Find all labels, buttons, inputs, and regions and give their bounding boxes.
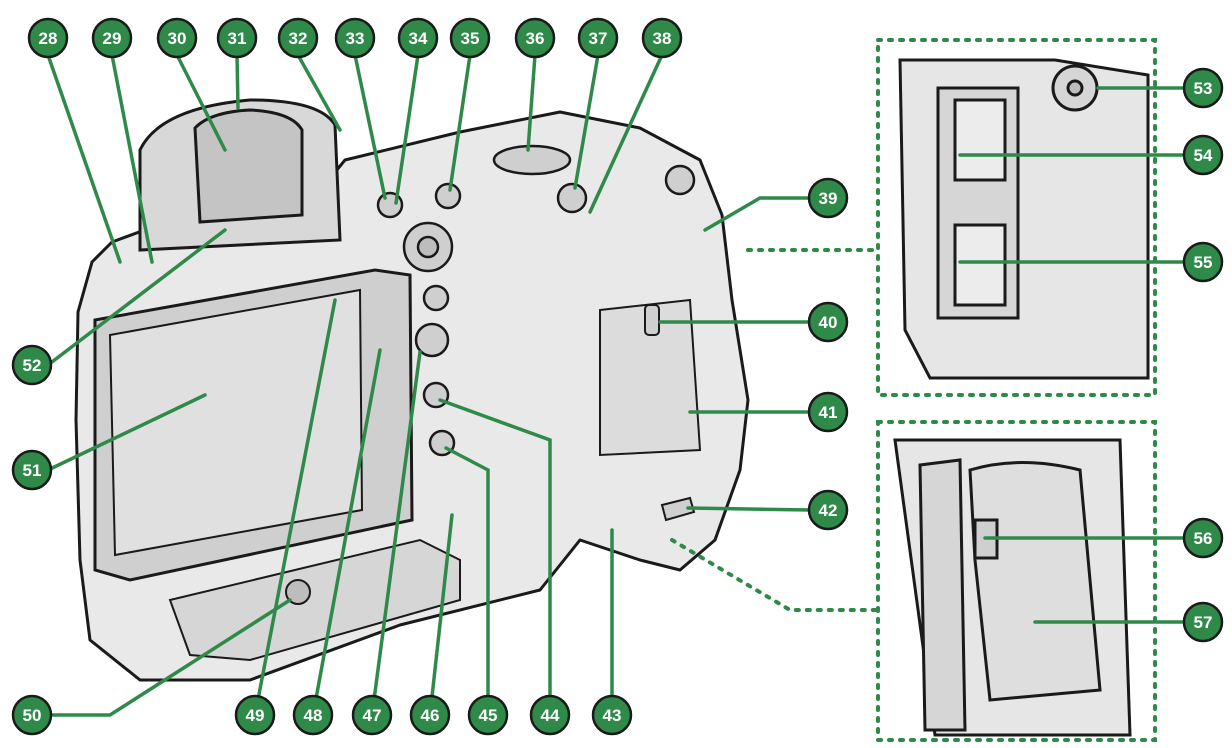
- callout-42: 42: [807, 489, 849, 531]
- inset-card-slots: [876, 38, 1157, 397]
- button-48: [422, 284, 450, 312]
- callout-52-label: 52: [23, 356, 42, 375]
- callout-37: 37: [577, 17, 619, 59]
- callout-50-label: 50: [23, 706, 42, 725]
- eyepiece: [138, 98, 342, 252]
- callout-47: 47: [351, 694, 393, 736]
- callout-34-label: 34: [409, 29, 428, 48]
- callout-34: 34: [397, 17, 439, 59]
- callout-48: 48: [292, 694, 334, 736]
- card-slot-detail: [898, 58, 1150, 380]
- callout-32-label: 32: [289, 29, 308, 48]
- button-47: [414, 322, 450, 358]
- callout-56: 56: [1182, 517, 1224, 559]
- callout-43-label: 43: [603, 706, 622, 725]
- callout-57-label: 57: [1194, 613, 1213, 632]
- callout-29: 29: [91, 17, 133, 59]
- callout-47-label: 47: [363, 706, 382, 725]
- callout-49: 49: [234, 694, 276, 736]
- callout-42-label: 42: [819, 501, 838, 520]
- callout-43: 43: [591, 694, 633, 736]
- callout-50: 50: [11, 694, 53, 736]
- latch-42: [660, 496, 696, 522]
- callout-33-label: 33: [346, 29, 365, 48]
- callout-39-label: 39: [819, 189, 838, 208]
- grip: [599, 298, 702, 457]
- callout-44-label: 44: [541, 706, 560, 725]
- callout-40: 40: [807, 301, 849, 343]
- top-button-35: [434, 182, 462, 210]
- callout-45-label: 45: [479, 706, 498, 725]
- callout-37-label: 37: [589, 29, 608, 48]
- rear-command-dial: [492, 144, 572, 176]
- callout-38-label: 38: [653, 29, 672, 48]
- callout-badges: 28 29 30 31 32 33 34 35 36 37 38 39 40 4…: [11, 17, 1224, 736]
- callout-28: 28: [27, 17, 69, 59]
- callout-28-label: 28: [39, 29, 58, 48]
- strap-eyelet: [664, 164, 696, 196]
- callout-52: 52: [11, 344, 53, 386]
- callout-51-label: 51: [23, 461, 42, 480]
- tripod-mount: [285, 579, 311, 605]
- callout-44: 44: [529, 694, 571, 736]
- callout-53-label: 53: [1194, 79, 1213, 98]
- callout-55-label: 55: [1194, 253, 1213, 272]
- terminal-cover-40: [644, 304, 660, 336]
- leader-lines: [46, 53, 1187, 717]
- battery-chamber-detail: [893, 438, 1132, 737]
- callout-57: 57: [1182, 601, 1224, 643]
- callout-40-label: 40: [819, 313, 838, 332]
- connector-to-battery: [670, 538, 880, 612]
- callout-51: 51: [11, 449, 53, 491]
- callout-38: 38: [641, 17, 683, 59]
- callout-46: 46: [409, 694, 451, 736]
- callout-41-label: 41: [819, 403, 838, 422]
- callout-36: 36: [514, 17, 556, 59]
- callout-55: 55: [1182, 241, 1224, 283]
- callout-33: 33: [334, 17, 376, 59]
- callout-35: 35: [449, 17, 491, 59]
- callout-45: 45: [467, 694, 509, 736]
- callout-54: 54: [1182, 134, 1224, 176]
- callout-39: 39: [807, 177, 849, 219]
- callout-32: 32: [277, 17, 319, 59]
- callout-36-label: 36: [526, 29, 545, 48]
- callout-29-label: 29: [103, 29, 122, 48]
- callout-56-label: 56: [1194, 529, 1213, 548]
- callout-35-label: 35: [461, 29, 480, 48]
- callout-54-label: 54: [1194, 146, 1213, 165]
- af-on-button: [556, 182, 588, 214]
- callout-48-label: 48: [304, 706, 323, 725]
- callout-46-label: 46: [421, 706, 440, 725]
- callout-53: 53: [1182, 67, 1224, 109]
- callout-49-label: 49: [246, 706, 265, 725]
- callout-30: 30: [156, 17, 198, 59]
- callout-41: 41: [807, 391, 849, 433]
- callout-30-label: 30: [168, 29, 187, 48]
- callout-31: 31: [216, 17, 258, 59]
- callout-31-label: 31: [228, 29, 247, 48]
